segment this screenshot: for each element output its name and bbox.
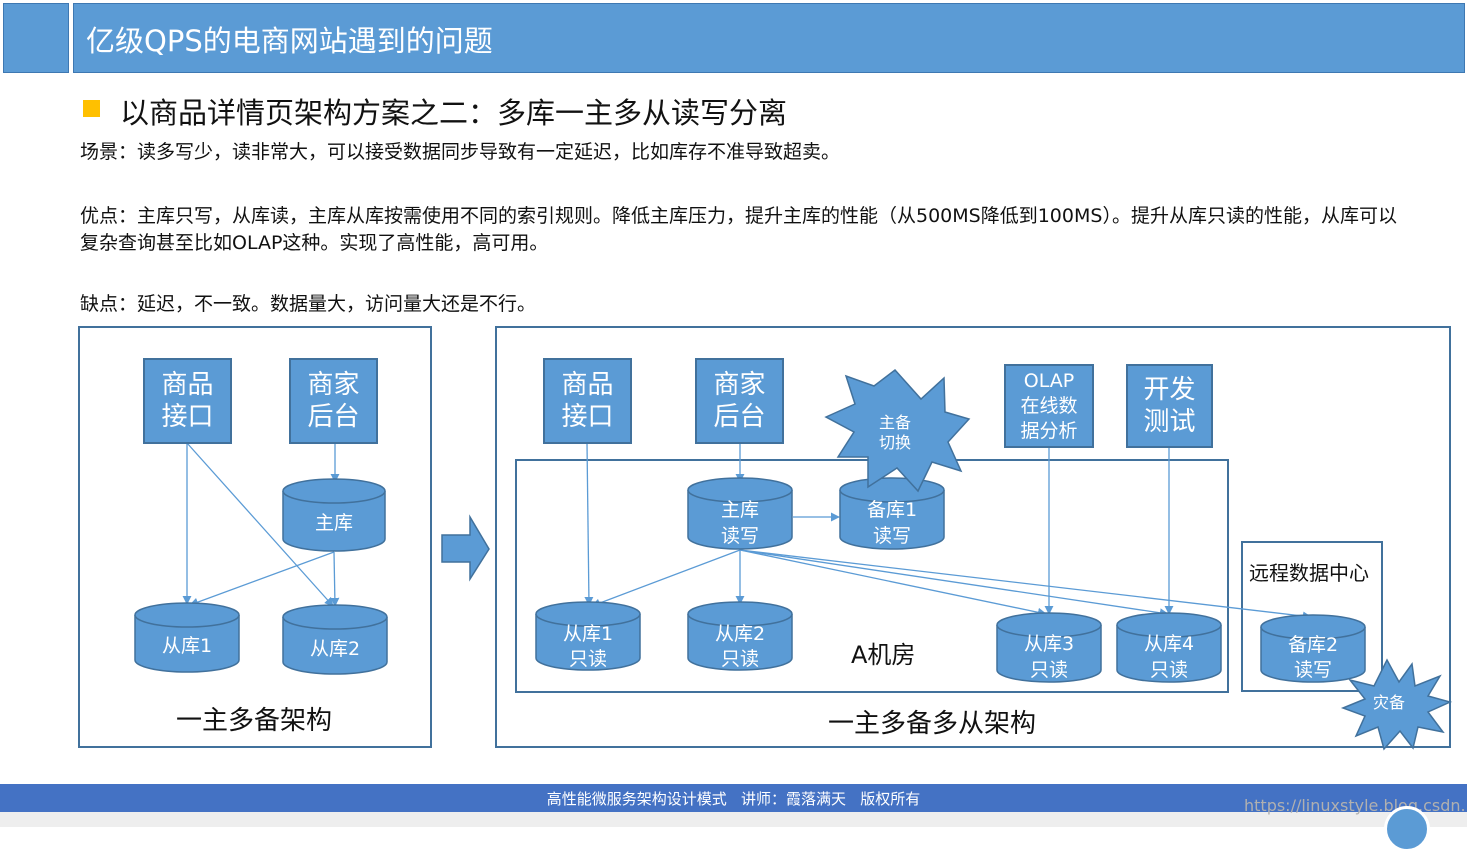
right-master-db-label-2: 读写 <box>721 525 759 547</box>
arrow-master-to-slave3 <box>739 549 1047 617</box>
left-slave2-cylinder: 从库2 <box>282 604 388 675</box>
left-product-api-box: 商品 接口 <box>143 358 232 444</box>
right-slave4-label-1: 从库4 <box>1144 633 1194 655</box>
arrow-master-to-slave2 <box>330 551 340 607</box>
right-slave1-label-2: 只读 <box>569 648 607 670</box>
right-backup1-label-2: 读写 <box>873 525 911 547</box>
failover-star-icon: 主备 切换 <box>824 368 971 493</box>
left-diagram-caption: 一主多备架构 <box>176 706 333 736</box>
left-slave1-label: 从库1 <box>162 635 212 657</box>
arrow-master-to-slave1 <box>189 551 335 607</box>
left-master-db-cylinder: 主库 <box>282 478 386 552</box>
scenario-text: 场景：读多写少，读非常大，可以接受数据同步导致有一定延迟，比如库存不准导致超卖。 <box>80 141 841 163</box>
failover-star-label-2: 切换 <box>879 433 911 452</box>
right-slave1-cylinder: 从库1 只读 <box>535 601 641 671</box>
right-backup1-cylinder: 备库1 读写 <box>839 477 945 550</box>
watermark: https://linuxstyle.blog.csdn.net <box>1244 796 1467 815</box>
footer-bottom-strip <box>0 812 1467 827</box>
right-master-db-label-1: 主库 <box>721 499 759 521</box>
disaster-star-label: 灾备 <box>1373 693 1405 712</box>
arrow-master-to-backup2 <box>739 549 1312 621</box>
right-connectors <box>584 442 1312 621</box>
left-architecture-panel <box>78 326 432 748</box>
corner-circle-icon <box>1384 806 1430 852</box>
transition-arrow-icon <box>441 514 490 582</box>
left-slave1-cylinder: 从库1 <box>134 602 240 673</box>
a-room-label: A机房 <box>851 641 916 669</box>
right-slave2-label-1: 从库2 <box>715 623 765 645</box>
right-backup2-label-2: 读写 <box>1294 659 1332 681</box>
header-side-block <box>3 3 69 73</box>
right-backup1-label-1: 备库1 <box>867 499 917 521</box>
right-slave3-label-2: 只读 <box>1030 659 1068 681</box>
slide-title: 亿级QPS的电商网站遇到的问题 <box>86 24 493 58</box>
disaster-star-icon: 灾备 <box>1340 658 1453 751</box>
right-product-api-box: 商品 接口 <box>543 358 632 444</box>
failover-star-label-1: 主备 <box>879 413 911 432</box>
arrow-master-to-slave4 <box>739 549 1169 618</box>
right-slave3-label-1: 从库3 <box>1024 633 1074 655</box>
left-connectors <box>182 442 340 607</box>
right-slave3-cylinder: 从库3 只读 <box>996 612 1102 683</box>
left-master-db-label: 主库 <box>315 512 353 534</box>
diagram-canvas: 主库 从库1 从库2 主库 读写 备库1 读写 从库1 只读 从库2 只读 从库 <box>134 368 1453 751</box>
right-diagram-caption: 一主多备多从架构 <box>828 709 1037 739</box>
right-slave2-cylinder: 从库2 只读 <box>687 601 793 671</box>
arrow-product-to-slave1-ro <box>584 442 594 606</box>
cons-text: 缺点：延迟，不一致。数据量大，访问量大还是不行。 <box>80 293 537 315</box>
arrow-master-to-slave1-ro <box>591 549 741 608</box>
remote-dc-label: 远程数据中心 <box>1249 561 1369 585</box>
header-bar <box>73 3 1465 73</box>
dev-test-box: 开发 测试 <box>1126 364 1213 448</box>
pros-text: 优点：主库只写，从库读，主库从库按需使用不同的索引规则。降低主库压力，提升主库的… <box>80 205 1397 254</box>
left-slave2-label: 从库2 <box>310 638 360 660</box>
left-merchant-backend-box: 商家 后台 <box>289 358 378 444</box>
right-slave2-label-2: 只读 <box>721 648 759 670</box>
right-backup2-label-1: 备库2 <box>1288 634 1338 656</box>
right-master-db-cylinder: 主库 读写 <box>687 477 793 550</box>
olap-box: OLAP 在线数 据分析 <box>1004 364 1094 448</box>
right-slave4-cylinder: 从库4 只读 <box>1116 612 1222 683</box>
right-slave1-label-1: 从库1 <box>563 623 613 645</box>
right-architecture-panel <box>495 326 1451 748</box>
bullet-square-icon <box>83 100 100 117</box>
arrow-product-to-slave2 <box>186 442 334 607</box>
footer-text: 高性能微服务架构设计模式 讲师：霞落满天 版权所有 <box>546 790 921 808</box>
remote-dc-frame <box>1241 541 1383 692</box>
right-slave4-label-2: 只读 <box>1150 659 1188 681</box>
right-backup2-cylinder: 备库2 读写 <box>1260 614 1366 683</box>
slide-subtitle: 以商品详情页架构方案之二：多库一主多从读写分离 <box>120 96 788 130</box>
footer-bar <box>0 784 1467 812</box>
right-merchant-backend-box: 商家 后台 <box>695 358 784 444</box>
